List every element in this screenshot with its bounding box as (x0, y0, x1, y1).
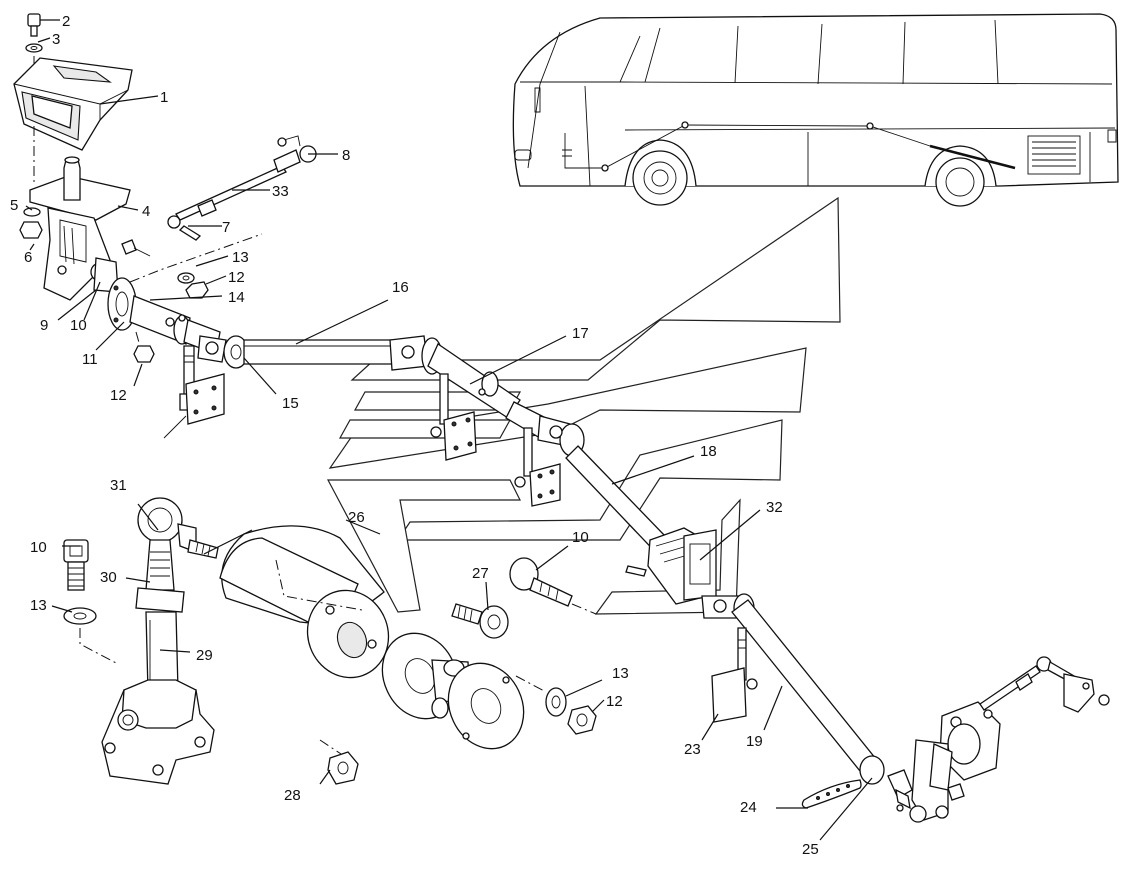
callout-13-right: 13 (612, 665, 629, 682)
intermediate-shaft-lower (565, 445, 885, 809)
callout-1: 1 (160, 89, 168, 106)
callout-16: 16 (392, 279, 409, 296)
callout-12-right: 12 (606, 693, 623, 710)
callout-9: 9 (40, 317, 48, 334)
callout-31: 31 (110, 477, 127, 494)
callout-4: 4 (142, 203, 150, 220)
callout-25: 25 (802, 841, 819, 858)
linkage-rod (167, 135, 317, 241)
callout-10-middle: 10 (572, 529, 589, 546)
callout-5: 5 (10, 197, 18, 214)
callout-15: 15 (282, 395, 299, 412)
callout-13-upper: 13 (232, 249, 249, 266)
callout-29: 29 (196, 647, 213, 664)
callout-28: 28 (284, 787, 301, 804)
callout-32: 32 (766, 499, 783, 516)
intermediate-shaft-upper (107, 277, 405, 439)
callout-19: 19 (746, 733, 763, 750)
leader-lines (25, 19, 873, 841)
callout-27: 27 (472, 565, 489, 582)
callout-24: 24 (740, 799, 757, 816)
callout-2: 2 (62, 13, 70, 30)
callout-7: 7 (222, 219, 230, 236)
callout-6: 6 (24, 249, 32, 266)
intermediate-shaft-middle (389, 335, 585, 507)
callout-33: 33 (272, 183, 289, 200)
callout-8: 8 (342, 147, 350, 164)
callout-10-left: 10 (30, 539, 47, 556)
lower-exploded-parts (63, 497, 597, 785)
callout-17: 17 (572, 325, 589, 342)
bus-illustration (512, 13, 1119, 207)
callout-12-upper: 12 (228, 269, 245, 286)
steering-gear (887, 656, 1110, 823)
callout-11: 11 (82, 351, 98, 368)
callout-12-left: 12 (110, 387, 127, 404)
callout-labels: 1 2 3 4 5 6 7 8 9 10 10 10 11 12 12 12 1… (10, 13, 819, 858)
callout-18: 18 (700, 443, 717, 460)
chevron-background-graphic (327, 196, 841, 615)
callout-10-upper: 10 (70, 317, 87, 334)
callout-23: 23 (684, 741, 701, 758)
callout-30: 30 (100, 569, 117, 586)
callout-26: 26 (348, 509, 365, 526)
callout-14: 14 (228, 289, 245, 306)
callout-13-left: 13 (30, 597, 47, 614)
callout-3: 3 (52, 31, 60, 48)
